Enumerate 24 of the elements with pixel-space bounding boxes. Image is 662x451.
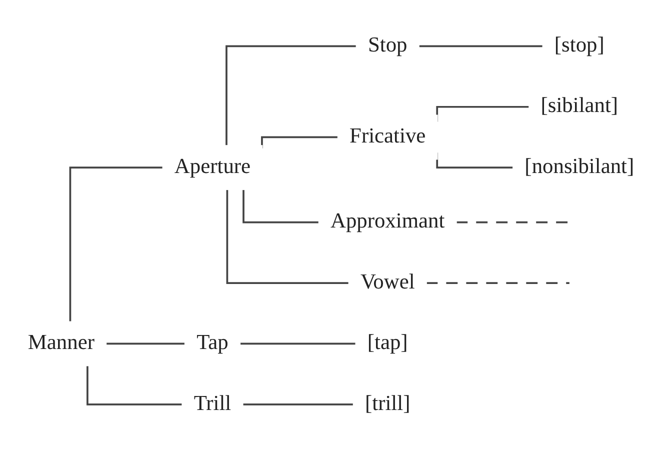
connector xyxy=(226,45,357,146)
node-text: [tap] xyxy=(367,332,408,355)
connector xyxy=(226,190,350,284)
node-text: [nonsibilant] xyxy=(524,156,634,179)
node-text: [sibilant] xyxy=(540,95,618,118)
connector xyxy=(425,282,570,284)
node-text: Trill xyxy=(194,392,232,416)
node-text: [trill] xyxy=(365,392,410,416)
connector xyxy=(69,166,163,322)
node-text: Approximant xyxy=(330,210,445,234)
connector xyxy=(242,190,320,224)
node-text: Aperture xyxy=(174,156,251,179)
node-text: Stop xyxy=(368,34,408,58)
node-text: Vowel xyxy=(360,271,415,294)
connector xyxy=(104,343,186,345)
node-text: Manner xyxy=(28,332,94,355)
connector xyxy=(418,45,543,48)
node-text: Tap xyxy=(196,332,228,355)
connector xyxy=(455,222,570,224)
connector xyxy=(242,404,354,406)
connector xyxy=(238,343,356,345)
connector xyxy=(86,366,182,406)
node-text: [stop] xyxy=(554,34,604,58)
connector xyxy=(261,136,338,149)
